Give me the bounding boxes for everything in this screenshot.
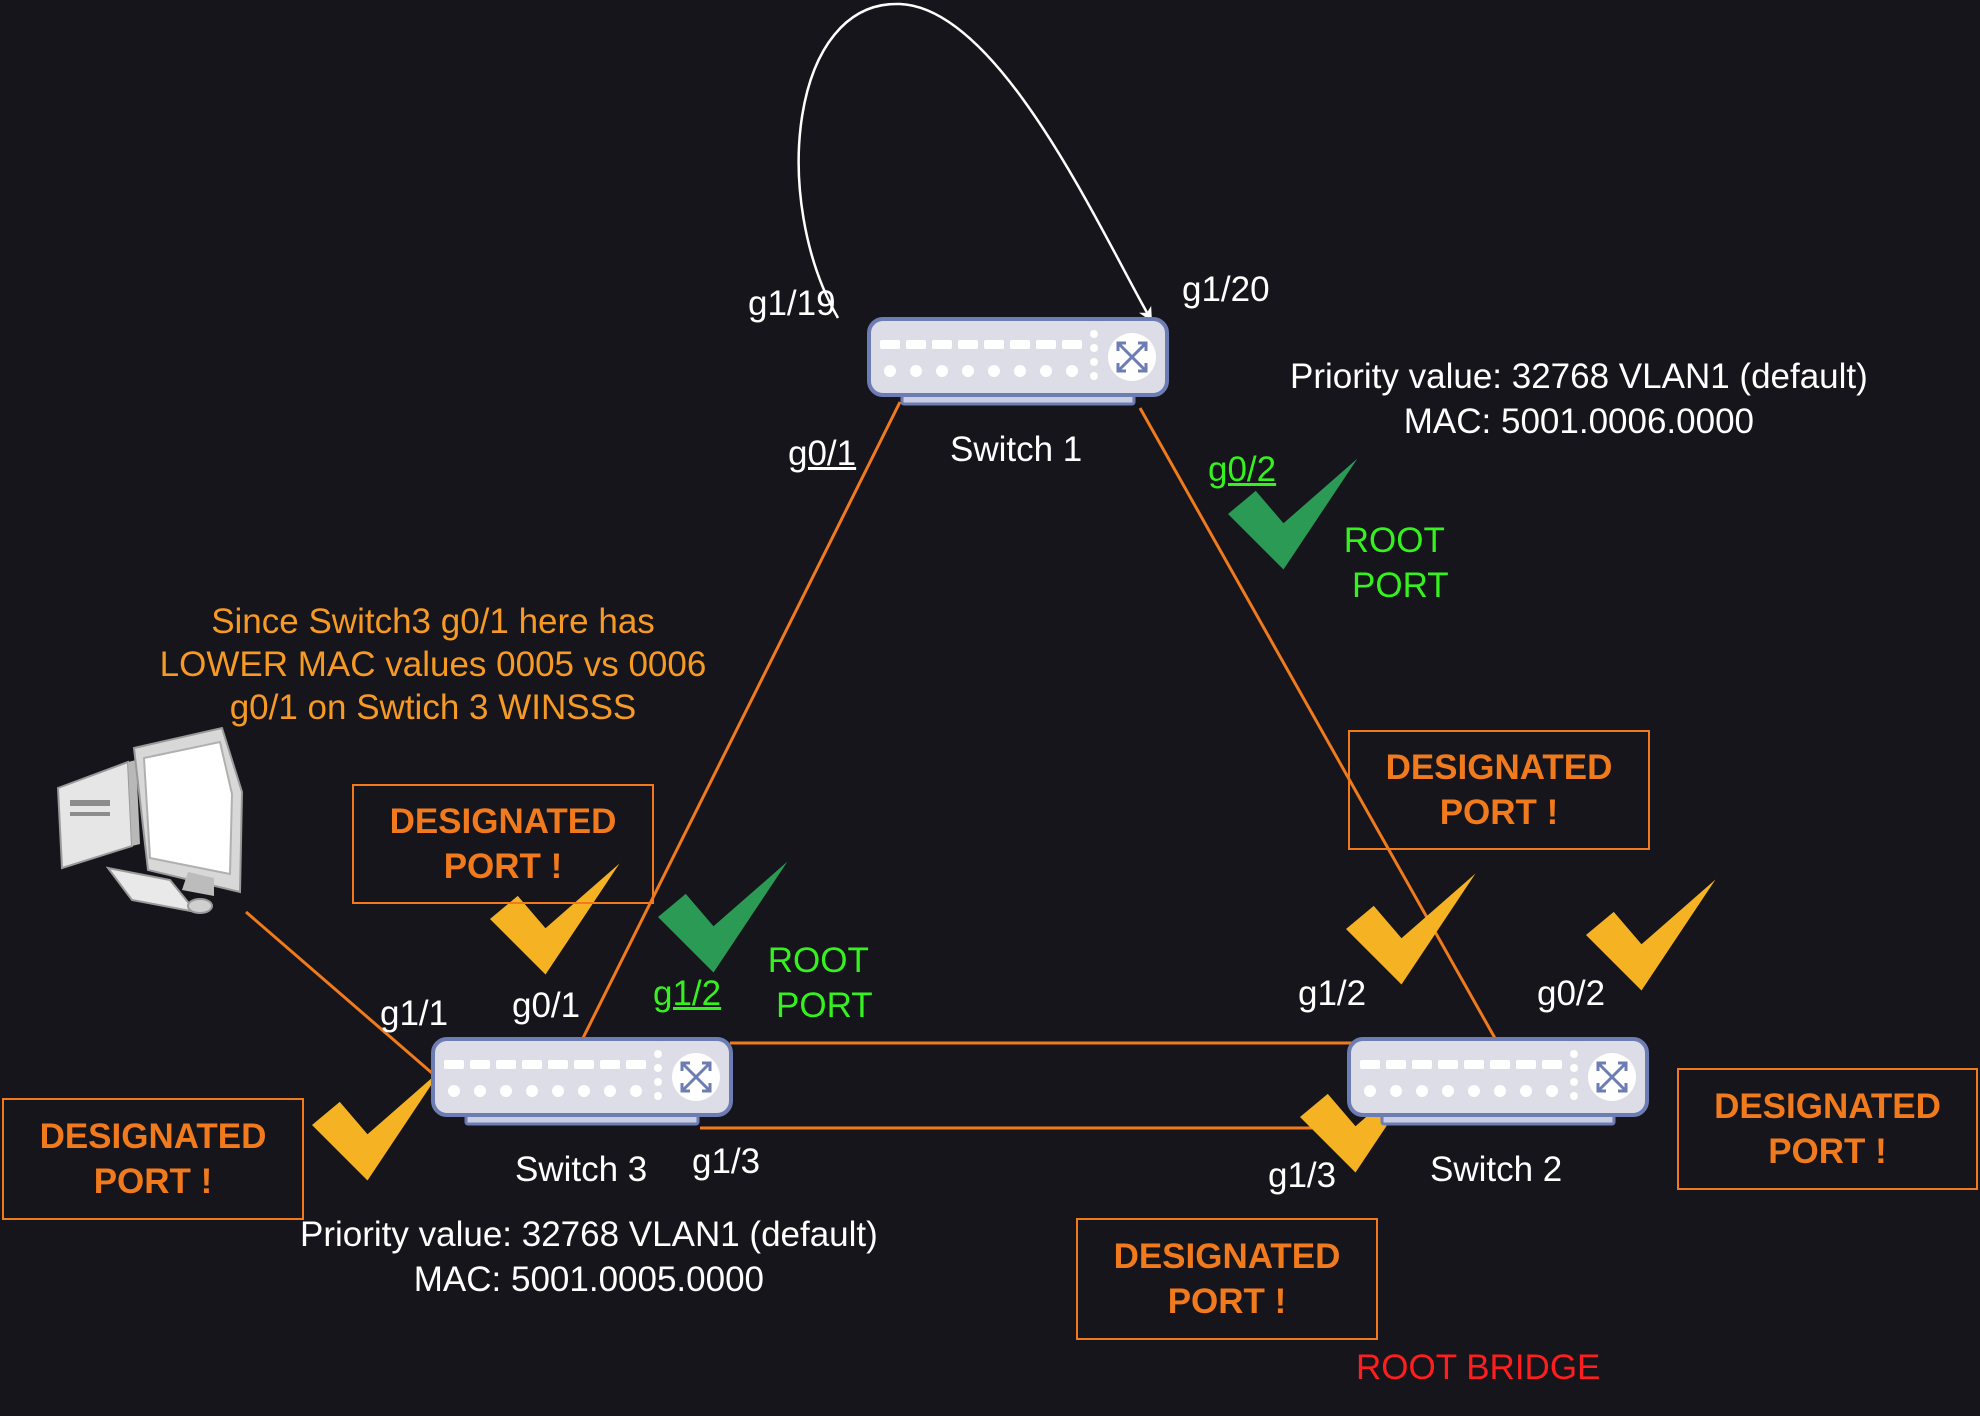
network-switch-icon — [867, 317, 1169, 406]
note-line-2: LOWER MAC values 0005 vs 0006 — [159, 645, 707, 684]
designated-line2: PORT ! — [93, 1162, 213, 1201]
link-s1-s3 — [580, 401, 902, 1041]
switch-2[interactable] — [1346, 1036, 1650, 1132]
election-note: Since Switch3 g0/1 here has LOWER MAC va… — [152, 600, 714, 729]
note-line-3: g0/1 on Swtich 3 WINSSS — [229, 688, 637, 727]
designated-port-box: DESIGNATED PORT ! — [1348, 730, 1650, 850]
port-s1-g1-19: g1/19 — [748, 284, 836, 323]
designated-line2: PORT ! — [443, 847, 563, 886]
note-line-1: Since Switch3 g0/1 here has — [211, 602, 655, 641]
switch-1-bridge-info: Priority value: 32768 VLAN1 (default) MA… — [1290, 354, 1868, 444]
designated-line2: PORT ! — [1439, 793, 1559, 832]
network-switch-icon — [431, 1037, 733, 1126]
root-port-line2: PORT — [776, 986, 873, 1025]
designated-line1: DESIGNATED — [1385, 748, 1613, 787]
network-switch-icon — [1347, 1037, 1649, 1126]
designated-line2: PORT ! — [1167, 1282, 1287, 1321]
root-port-line2: PORT — [1352, 566, 1449, 605]
switch-1-priority: Priority value: 32768 VLAN1 (default) — [1290, 357, 1868, 396]
check-mark-icon — [1586, 879, 1716, 991]
switch-2-name: Switch 2 — [1430, 1150, 1563, 1189]
designated-port-box: DESIGNATED PORT ! — [1677, 1068, 1978, 1190]
designated-line1: DESIGNATED — [389, 802, 617, 841]
root-port-label-s1: ROOT PORT — [1340, 518, 1449, 608]
designated-line1: DESIGNATED — [1113, 1237, 1341, 1276]
root-bridge-label: ROOT BRIDGE — [1356, 1348, 1601, 1387]
switch-1-name: Switch 1 — [950, 430, 1083, 469]
port-s3-g0-1: g0/1 — [512, 986, 581, 1025]
port-s3-g1-3: g1/3 — [692, 1142, 761, 1181]
loop-arrow — [797, 2, 1152, 322]
switch-3-bridge-info: Priority value: 32768 VLAN1 (default) MA… — [300, 1212, 878, 1302]
switch-3[interactable] — [430, 1036, 734, 1132]
check-mark-icon — [312, 1069, 442, 1181]
root-port-line1: ROOT — [767, 941, 869, 980]
link-pc-s3 — [245, 910, 441, 1082]
designated-port-box: DESIGNATED PORT ! — [2, 1098, 304, 1220]
port-s2-g0-2: g0/2 — [1537, 974, 1606, 1013]
designated-line1: DESIGNATED — [1714, 1087, 1941, 1126]
port-s3-g1-2: g1/2 — [653, 974, 722, 1013]
port-s2-g1-2: g1/2 — [1298, 974, 1367, 1013]
designated-port-box: DESIGNATED PORT ! — [1076, 1218, 1378, 1340]
designated-port-box: DESIGNATED PORT ! — [352, 784, 654, 904]
switch-1[interactable] — [866, 316, 1170, 412]
port-s1-g1-20: g1/20 — [1182, 270, 1270, 309]
root-port-line1: ROOT — [1343, 521, 1445, 560]
port-s3-g1-1: g1/1 — [380, 994, 449, 1033]
port-s2-g1-3: g1/3 — [1268, 1156, 1337, 1195]
designated-line2: PORT ! — [1768, 1132, 1887, 1171]
desktop-computer-icon — [56, 726, 244, 914]
switch-3-mac: MAC: 5001.0005.0000 — [413, 1260, 765, 1299]
port-s1-g0-1: g0/1 — [788, 434, 857, 473]
link-s1-s2 — [1138, 407, 1498, 1041]
designated-line1: DESIGNATED — [39, 1117, 267, 1156]
switch-3-priority: Priority value: 32768 VLAN1 (default) — [300, 1215, 878, 1254]
switch-3-name: Switch 3 — [515, 1150, 648, 1189]
root-port-label-s3: ROOT PORT — [764, 938, 873, 1028]
switch-1-mac: MAC: 5001.0006.0000 — [1403, 402, 1755, 441]
port-s1-g0-2: g0/2 — [1208, 450, 1277, 489]
